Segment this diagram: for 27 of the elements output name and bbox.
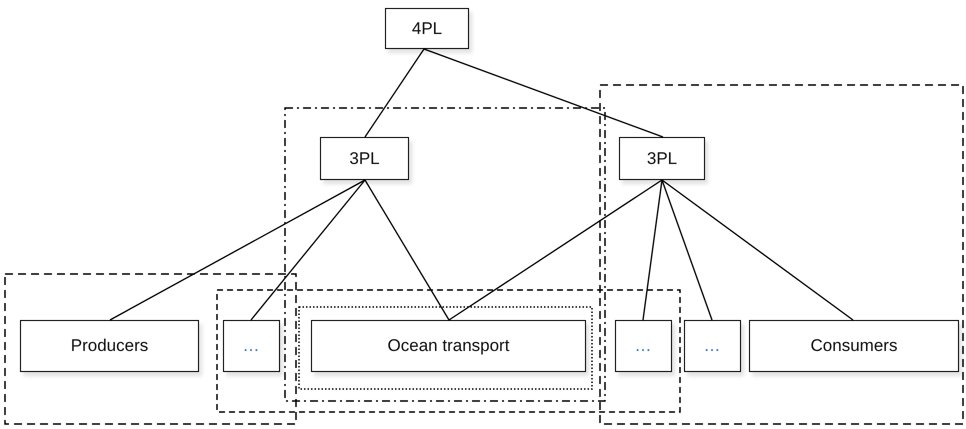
connector-line <box>448 179 662 321</box>
node-label: 4PL <box>412 18 442 38</box>
node-label: Producers <box>70 336 148 356</box>
connector-line <box>642 180 663 320</box>
connector-line <box>662 179 854 321</box>
process-box <box>20 320 199 372</box>
node-label: Consumers <box>810 336 898 356</box>
process-box <box>615 320 672 372</box>
connector-line <box>250 180 366 320</box>
connector-line <box>110 179 366 321</box>
process-box <box>385 8 469 49</box>
node-label: 3PL <box>646 148 678 168</box>
connector-line <box>364 48 425 138</box>
node-label: … <box>634 336 652 356</box>
connector-line <box>661 180 713 320</box>
node-label: … <box>704 336 722 356</box>
process-box <box>223 320 280 372</box>
process-box <box>320 137 409 180</box>
process-box <box>684 320 741 372</box>
process-box <box>619 137 705 180</box>
node-label: 3PL <box>349 148 380 168</box>
connector-line <box>364 180 450 320</box>
node-label: Ocean transport <box>388 336 510 356</box>
connector-line <box>424 48 664 138</box>
process-box <box>749 320 959 372</box>
process-box <box>311 320 586 372</box>
node-label: … <box>242 336 260 356</box>
